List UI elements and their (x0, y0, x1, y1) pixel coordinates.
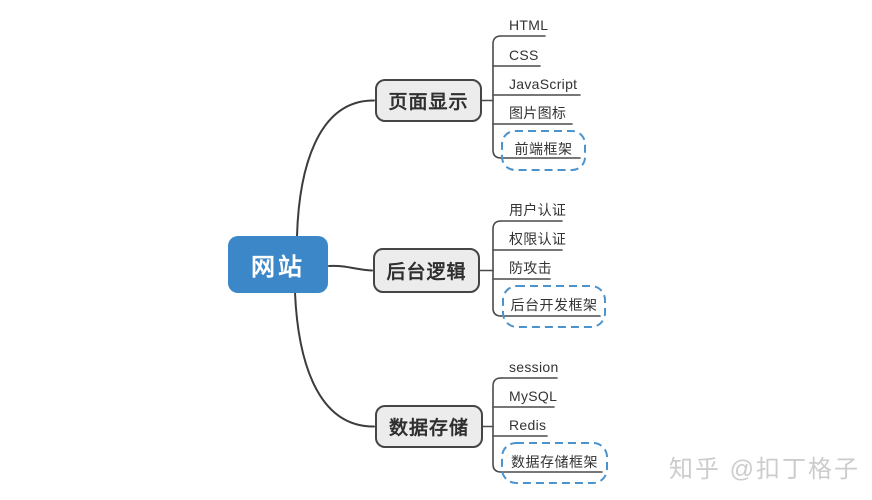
leaf-node[interactable]: 图片图标 (509, 105, 567, 121)
watermark: 知乎 @扣丁格子 (668, 456, 860, 483)
branch-node-label: 页面显示 (388, 92, 469, 113)
leaf-node[interactable]: MySQL (509, 388, 558, 404)
leaf-node[interactable]: Redis (509, 417, 547, 433)
branch-node-backend-logic[interactable]: 后台逻辑 (373, 248, 480, 293)
framework-node[interactable]: 数据存储框架 (511, 453, 598, 470)
leaf-node[interactable]: CSS (509, 47, 539, 63)
framework-node[interactable]: 前端框架 (514, 141, 573, 157)
root-branch-connector (296, 99, 375, 237)
leaf-node[interactable]: HTML (509, 17, 549, 33)
framework-node[interactable]: 后台开发框架 (510, 297, 598, 313)
branch-spine (492, 220, 502, 317)
leaf-node[interactable]: JavaScript (509, 76, 578, 92)
branch-spine (492, 377, 502, 473)
root-node-label: 网站 (251, 254, 305, 281)
framework-dashed-border (501, 130, 586, 171)
branch-node-label: 数据存储 (388, 418, 469, 439)
branch-node-page-display[interactable]: 页面显示 (375, 79, 482, 122)
branch-node-data-storage[interactable]: 数据存储 (375, 405, 483, 448)
leaf-node[interactable]: 用户认证 (509, 202, 567, 218)
root-branch-connector (328, 264, 373, 272)
root-branch-connector (294, 292, 375, 428)
leaf-node[interactable]: 防攻击 (509, 260, 552, 276)
leaf-node[interactable]: 权限认证 (509, 231, 567, 247)
branch-spine (492, 35, 502, 159)
leaf-node[interactable]: session (509, 359, 559, 375)
framework-dashed-border (501, 442, 608, 484)
branch-node-label: 后台逻辑 (386, 262, 467, 283)
root-node[interactable]: 网站 (228, 236, 328, 293)
